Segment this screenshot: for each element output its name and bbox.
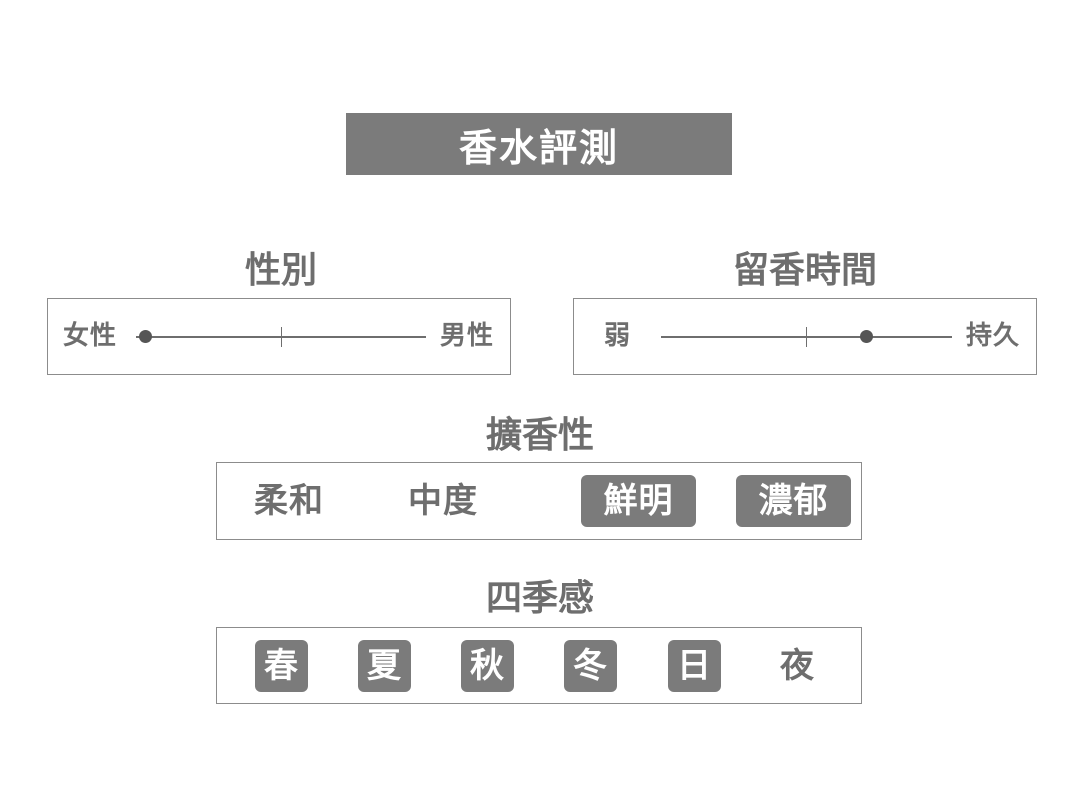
page-title: 香水評測 [346, 113, 732, 175]
gender-left-label: 女性 [63, 321, 118, 351]
gender-slider-midpoint-tick [281, 327, 282, 347]
sillage-option-soft[interactable]: 柔和 [254, 481, 324, 521]
gender-slider-knob[interactable] [138, 330, 152, 343]
sillage-option-moderate[interactable]: 中度 [408, 481, 478, 521]
gender-title: 性別 [244, 249, 317, 291]
season-option-night[interactable]: 夜 [780, 646, 815, 686]
season-option-autumn[interactable]: 秋 [461, 640, 514, 692]
season-title: 四季感 [485, 577, 594, 619]
season-options-panel: 春 夏 秋 冬 日 夜 [216, 627, 862, 704]
longevity-slider-knob[interactable] [860, 330, 874, 343]
gender-slider-panel: 女性 男性 [47, 298, 511, 375]
longevity-title: 留香時間 [732, 249, 877, 291]
longevity-slider-panel: 弱 持久 [573, 298, 1037, 375]
sillage-options-panel: 柔和 中度 鮮明 濃郁 [216, 462, 862, 540]
sillage-option-intense[interactable]: 濃郁 [736, 475, 851, 527]
season-option-spring[interactable]: 春 [255, 640, 308, 692]
season-option-summer[interactable]: 夏 [358, 640, 411, 692]
season-option-winter[interactable]: 冬 [564, 640, 617, 692]
gender-right-label: 男性 [440, 321, 495, 351]
season-option-day[interactable]: 日 [668, 640, 721, 692]
sillage-option-vivid[interactable]: 鮮明 [581, 475, 696, 527]
sillage-title: 擴香性 [485, 414, 594, 456]
longevity-slider-midpoint-tick [806, 327, 807, 347]
longevity-left-label: 弱 [604, 321, 632, 351]
longevity-right-label: 持久 [966, 321, 1021, 351]
